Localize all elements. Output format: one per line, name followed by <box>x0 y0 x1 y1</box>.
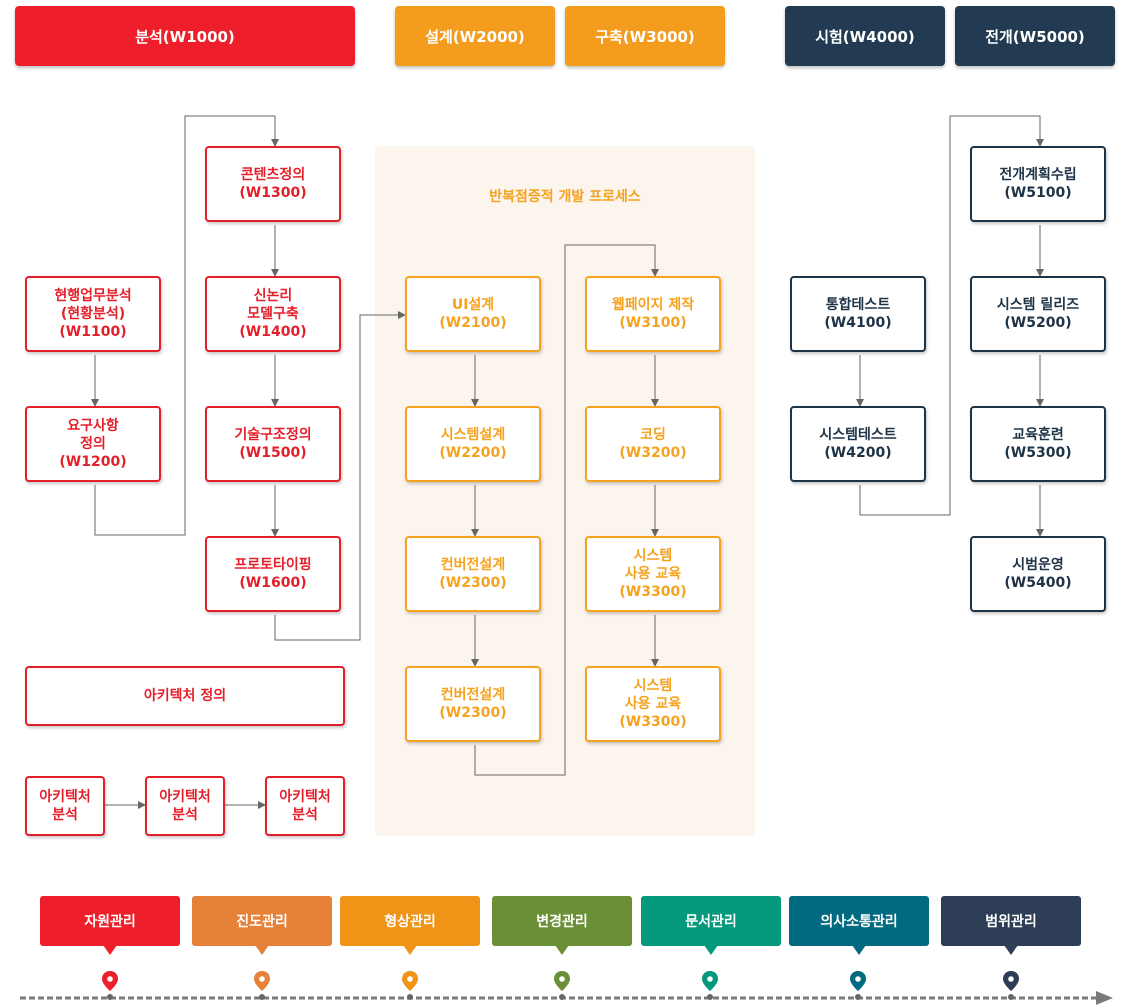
task-w4200: 시스템테스트(W4200) <box>790 406 926 482</box>
task-w5100: 전개계획수립(W5100) <box>970 146 1106 222</box>
task-w4100: 통합테스트(W4100) <box>790 276 926 352</box>
task-w1600: 프로토타이핑(W1600) <box>205 536 341 612</box>
map-pin-icon <box>1003 971 1019 1000</box>
phase-analysis: 분석(W1000) <box>15 6 355 66</box>
map-pin-icon <box>402 971 418 1000</box>
task-w2100: UI설계(W2100) <box>405 276 541 352</box>
task-w2300-b: 컨버전설계(W2300) <box>405 666 541 742</box>
task-w2300-a: 컨버전설계(W2300) <box>405 536 541 612</box>
architecture-definition: 아키텍처 정의 <box>25 666 345 726</box>
phase-build: 구축(W3000) <box>565 6 725 66</box>
mgmt-tag-scope: 범위관리 <box>941 896 1081 955</box>
task-w2200: 시스템설계(W2200) <box>405 406 541 482</box>
task-w1500: 기술구조정의(W1500) <box>205 406 341 482</box>
mgmt-tag-resource: 자원관리 <box>40 896 180 955</box>
mgmt-tag-change: 변경관리 <box>492 896 632 955</box>
task-w1100: 현행업무분석(현황분석)(W1100) <box>25 276 161 352</box>
phase-design: 설계(W2000) <box>395 6 555 66</box>
map-pin-icon <box>554 971 570 1000</box>
mgmt-tag-document: 문서관리 <box>641 896 781 955</box>
phase-deploy: 전개(W5000) <box>955 6 1115 66</box>
mgmt-tag-configuration: 형상관리 <box>340 896 480 955</box>
task-w3200: 코딩(W3200) <box>585 406 721 482</box>
task-w5200: 시스템 릴리즈(W5200) <box>970 276 1106 352</box>
task-w3100: 웹페이지 제작(W3100) <box>585 276 721 352</box>
task-w1300: 콘텐츠정의(W1300) <box>205 146 341 222</box>
map-pin-icon <box>850 971 866 1000</box>
map-pin-icon <box>702 971 718 1000</box>
phase-test: 시험(W4000) <box>785 6 945 66</box>
task-w5400: 시범운영(W5400) <box>970 536 1106 612</box>
task-w5300: 교육훈련(W5300) <box>970 406 1106 482</box>
iterative-process-title: 반복점증적 개발 프로세스 <box>489 189 641 205</box>
mgmt-tag-communication: 의사소통관리 <box>789 896 929 955</box>
map-pin-icon <box>102 971 118 1000</box>
mgmt-tag-progress: 진도관리 <box>192 896 332 955</box>
map-pin-icon <box>254 971 270 1000</box>
